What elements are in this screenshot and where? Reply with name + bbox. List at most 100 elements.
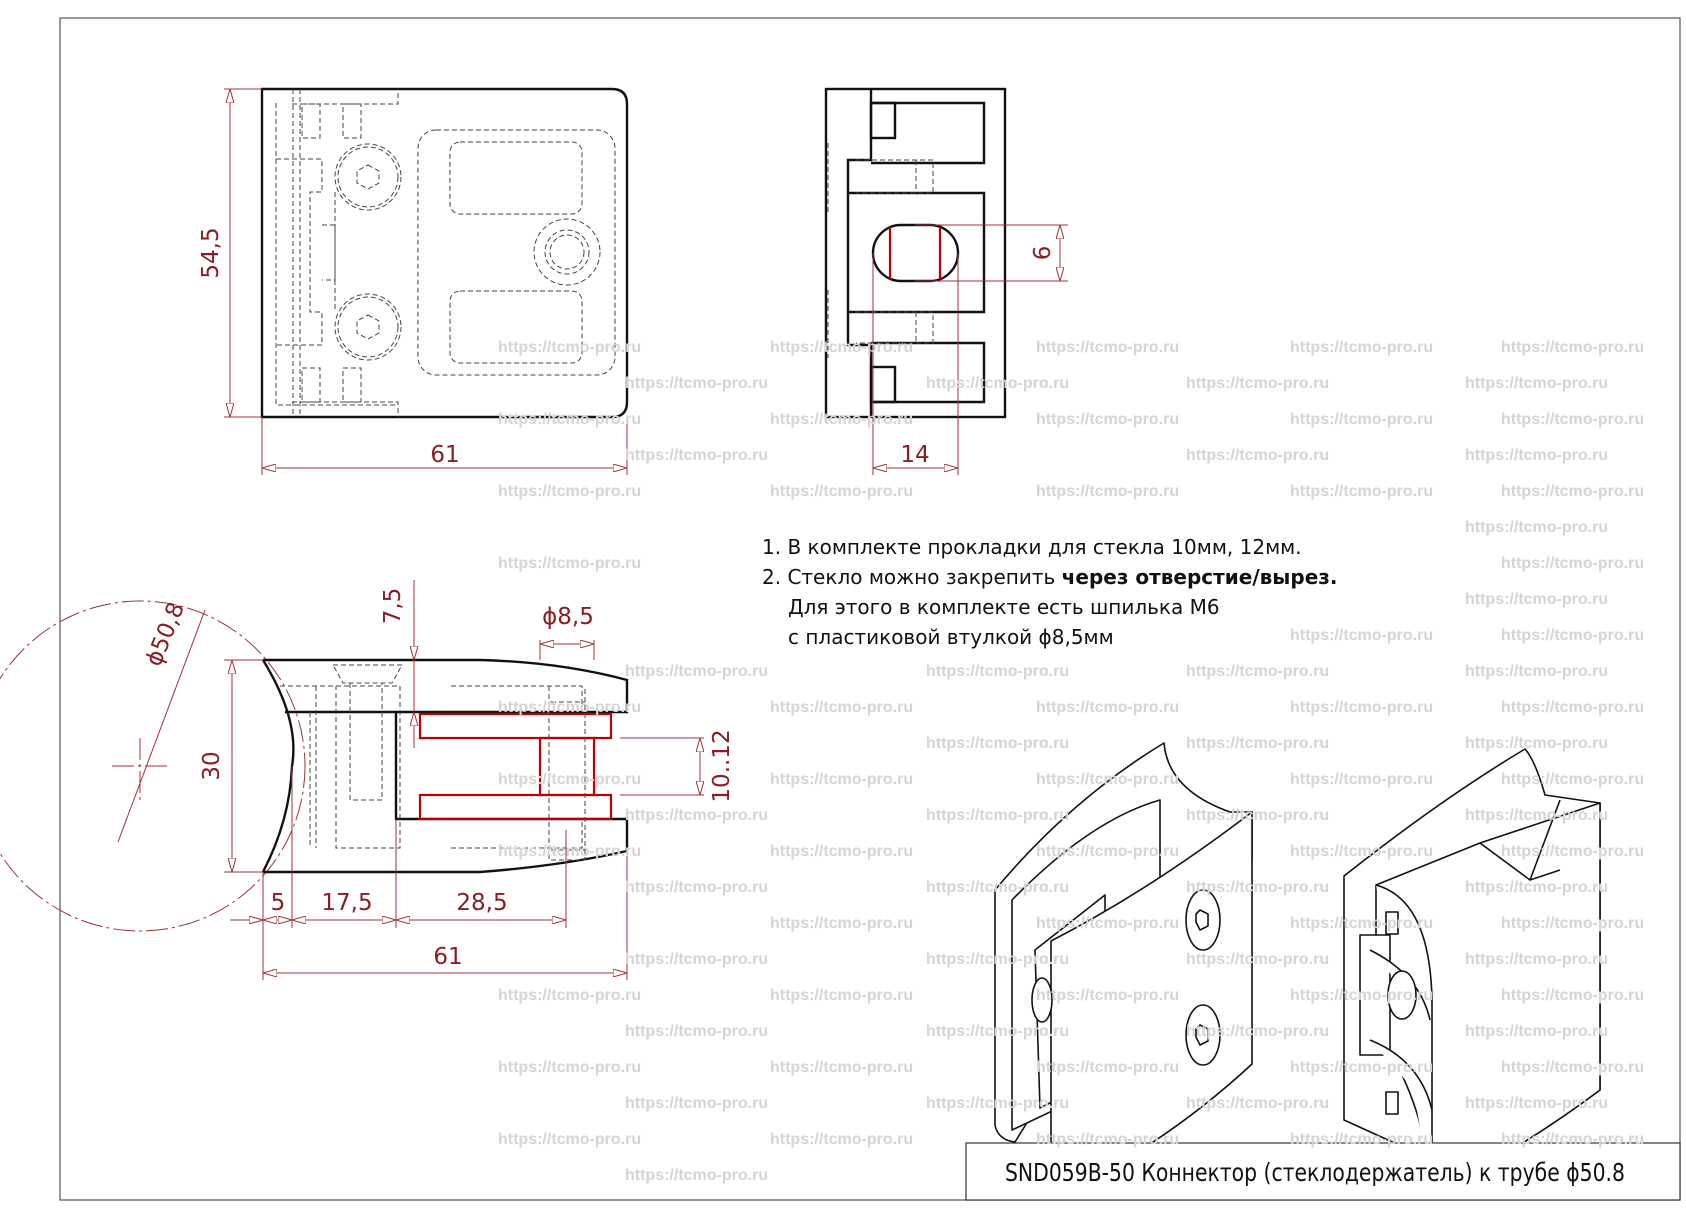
watermark-text: https://tcmo-pro.ru <box>770 771 913 788</box>
watermark-text: https://tcmo-pro.ru <box>1501 843 1644 860</box>
title-block <box>965 1142 1681 1201</box>
watermark-text: https://tcmo-pro.ru <box>1036 915 1179 932</box>
watermark-text: https://tcmo-pro.ru <box>1290 411 1433 428</box>
end-view <box>824 87 1007 419</box>
dim-offset-17-5: 17,5 <box>321 890 372 916</box>
front-view-dimensions: 54,5 61 <box>198 88 628 475</box>
watermark-text: https://tcmo-pro.ru <box>1036 339 1179 356</box>
watermark-text: https://tcmo-pro.ru <box>1290 483 1433 500</box>
dim-slot-height: 9 <box>1027 246 1053 261</box>
watermark-text: https://tcmo-pro.ru <box>1465 375 1608 392</box>
watermark-text: https://tcmo-pro.ru <box>1501 699 1644 716</box>
watermark-text: https://tcmo-pro.ru <box>1465 591 1608 608</box>
watermark-text: https://tcmo-pro.ru <box>770 987 913 1004</box>
watermark-text: https://tcmo-pro.ru <box>1186 663 1329 680</box>
side-view <box>0 600 629 932</box>
watermark-text: https://tcmo-pro.ru <box>1186 447 1329 464</box>
watermark-text: https://tcmo-pro.ru <box>926 1023 1069 1040</box>
watermark-text: https://tcmo-pro.ru <box>1501 483 1644 500</box>
watermark-text: https://tcmo-pro.ru <box>1465 735 1608 752</box>
isometric-view-back <box>1343 748 1601 1194</box>
watermark-text: https://tcmo-pro.ru <box>770 699 913 716</box>
watermark-text: https://tcmo-pro.ru <box>926 879 1069 896</box>
dim-glass-range: 10..12 <box>709 729 735 802</box>
watermark-text: https://tcmo-pro.ru <box>1501 987 1644 1004</box>
dim-front-width: 61 <box>430 442 459 468</box>
note-3: Для этого в комплекте есть шпилька М6 <box>788 595 1220 619</box>
watermark-text: https://tcmo-pro.ru <box>1036 699 1179 716</box>
dim-front-height: 54,5 <box>198 227 224 278</box>
watermark-text: https://tcmo-pro.ru <box>1290 627 1433 644</box>
watermark-text: https://tcmo-pro.ru <box>1036 483 1179 500</box>
watermark-text: https://tcmo-pro.ru <box>498 339 641 356</box>
dim-pipe-diameter: ϕ50,8 <box>141 599 190 670</box>
watermark-text: https://tcmo-pro.ru <box>926 663 1069 680</box>
notes: 1. В комплекте прокладки для стекла 10мм… <box>762 535 1337 649</box>
watermark-text: https://tcmo-pro.ru <box>1186 735 1329 752</box>
watermark-text: https://tcmo-pro.ru <box>1465 1023 1608 1040</box>
watermark-text: https://tcmo-pro.ru <box>1290 699 1433 716</box>
watermark-text: https://tcmo-pro.ru <box>1465 807 1608 824</box>
watermark-text: https://tcmo-pro.ru <box>1501 771 1644 788</box>
watermark-text: https://tcmo-pro.ru <box>1036 1131 1179 1148</box>
watermark-text: https://tcmo-pro.ru <box>1501 339 1644 356</box>
watermark-text: https://tcmo-pro.ru <box>1036 843 1179 860</box>
watermark-text: https://tcmo-pro.ru <box>1290 339 1433 356</box>
watermark-text: https://tcmo-pro.ru <box>1036 411 1179 428</box>
watermark-text: https://tcmo-pro.ru <box>1290 843 1433 860</box>
dim-offset-28-5: 28,5 <box>456 890 507 916</box>
watermark-text: https://tcmo-pro.ru <box>1465 663 1608 680</box>
watermark-text: https://tcmo-pro.ru <box>1290 987 1433 1004</box>
watermark-text: https://tcmo-pro.ru <box>1036 771 1179 788</box>
watermark-text: https://tcmo-pro.ru <box>1290 771 1433 788</box>
watermark-text: https://tcmo-pro.ru <box>770 1059 913 1076</box>
note-1: 1. В комплекте прокладки для стекла 10мм… <box>762 535 1302 559</box>
watermark-text: https://tcmo-pro.ru <box>498 987 641 1004</box>
side-view-dimensions: ϕ50,8 30 7,5 ϕ8,5 10..12 5 17,5 28,5 61 <box>117 580 735 980</box>
watermark-text: https://tcmo-pro.ru <box>1186 1095 1329 1112</box>
watermark-text: https://tcmo-pro.ru <box>625 447 768 464</box>
isometric-view-front <box>994 742 1253 1190</box>
front-view <box>260 87 629 419</box>
watermark-text: https://tcmo-pro.ru <box>1186 807 1329 824</box>
watermark-text: https://tcmo-pro.ru <box>1186 1023 1329 1040</box>
watermark-text: https://tcmo-pro.ru <box>1501 627 1644 644</box>
watermark-text: https://tcmo-pro.ru <box>926 735 1069 752</box>
watermark-text: https://tcmo-pro.ru <box>1036 1059 1179 1076</box>
watermark-text: https://tcmo-pro.ru <box>625 1167 768 1184</box>
watermark-text: https://tcmo-pro.ru <box>1186 879 1329 896</box>
watermark-text: https://tcmo-pro.ru <box>1501 915 1644 932</box>
watermark-text: https://tcmo-pro.ru <box>1465 1095 1608 1112</box>
watermark-text: https://tcmo-pro.ru <box>1290 1059 1433 1076</box>
watermark-text: https://tcmo-pro.ru <box>1036 987 1179 1004</box>
watermark-text: https://tcmo-pro.ru <box>625 375 768 392</box>
note-4: с пластиковой втулкой ϕ8,5мм <box>788 625 1114 649</box>
watermark-text: https://tcmo-pro.ru <box>770 411 913 428</box>
watermark-text: https://tcmo-pro.ru <box>770 483 913 500</box>
watermark-text: https://tcmo-pro.ru <box>625 879 768 896</box>
watermark-text: https://tcmo-pro.ru <box>1501 555 1644 572</box>
watermark-text: https://tcmo-pro.ru <box>625 807 768 824</box>
watermark-text: https://tcmo-pro.ru <box>498 771 641 788</box>
watermark-text: https://tcmo-pro.ru <box>498 699 641 716</box>
watermark-text: https://tcmo-pro.ru <box>1465 951 1608 968</box>
watermark-text: https://tcmo-pro.ru <box>625 1095 768 1112</box>
end-view-dimensions: 9 14 <box>872 224 1068 475</box>
watermark-text: https://tcmo-pro.ru <box>1465 447 1608 464</box>
watermark-text: https://tcmo-pro.ru <box>625 1023 768 1040</box>
watermark-text: https://tcmo-pro.ru <box>1290 915 1433 932</box>
watermark-text: https://tcmo-pro.ru <box>498 483 641 500</box>
dim-offset-5: 5 <box>271 890 286 916</box>
watermark-text: https://tcmo-pro.ru <box>498 1131 641 1148</box>
watermark-text: https://tcmo-pro.ru <box>1501 1059 1644 1076</box>
watermark-text: https://tcmo-pro.ru <box>498 843 641 860</box>
watermark-text: https://tcmo-pro.ru <box>1501 411 1644 428</box>
watermark-text: https://tcmo-pro.ru <box>1186 375 1329 392</box>
watermark-text: https://tcmo-pro.ru <box>1501 1131 1644 1148</box>
watermark-text: https://tcmo-pro.ru <box>498 555 641 572</box>
watermark-text: https://tcmo-pro.ru <box>1290 1131 1433 1148</box>
watermark-text: https://tcmo-pro.ru <box>770 915 913 932</box>
dim-side-height: 30 <box>199 751 225 780</box>
dim-side-width: 61 <box>433 944 462 970</box>
